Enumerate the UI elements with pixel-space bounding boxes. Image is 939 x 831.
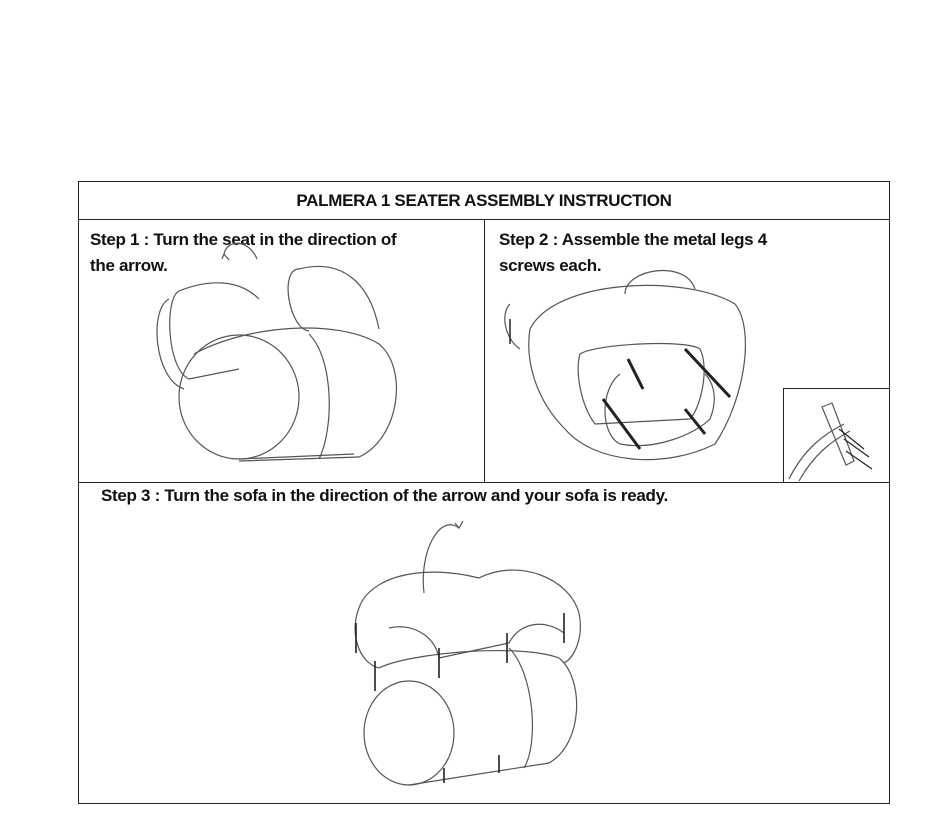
- step-1-panel: Step 1 : Turn the seat in the direction …: [79, 219, 485, 482]
- step-2-text: Step 2 : Assemble the metal legs 4 screw…: [499, 227, 767, 279]
- step-3-panel: Step 3 : Turn the sofa in the direction …: [79, 483, 889, 803]
- document-title: PALMERA 1 SEATER ASSEMBLY INSTRUCTION: [79, 182, 889, 220]
- leg-detail-inset: [783, 388, 889, 482]
- instruction-sheet: PALMERA 1 SEATER ASSEMBLY INSTRUCTION St…: [78, 181, 890, 804]
- steps-row: Step 1 : Turn the seat in the direction …: [79, 219, 889, 483]
- step-2-panel: Step 2 : Assemble the metal legs 4 screw…: [485, 219, 889, 482]
- step-3-sofa-illustration: [354, 520, 581, 786]
- step-1-seat-illustration: [156, 242, 398, 462]
- step-1-line-2: the arrow.: [90, 256, 168, 275]
- step-2-legs-illustration: [504, 269, 746, 461]
- step-1-text: Step 1 : Turn the seat in the direction …: [90, 227, 397, 279]
- step-2-line-2: screws each.: [499, 256, 602, 275]
- leg-screw-detail-icon: [788, 402, 873, 482]
- step-1-line-1: Step 1 : Turn the seat in the direction …: [90, 230, 397, 249]
- step-2-line-1: Step 2 : Assemble the metal legs 4: [499, 230, 767, 249]
- step-3-text: Step 3 : Turn the sofa in the direction …: [101, 486, 668, 505]
